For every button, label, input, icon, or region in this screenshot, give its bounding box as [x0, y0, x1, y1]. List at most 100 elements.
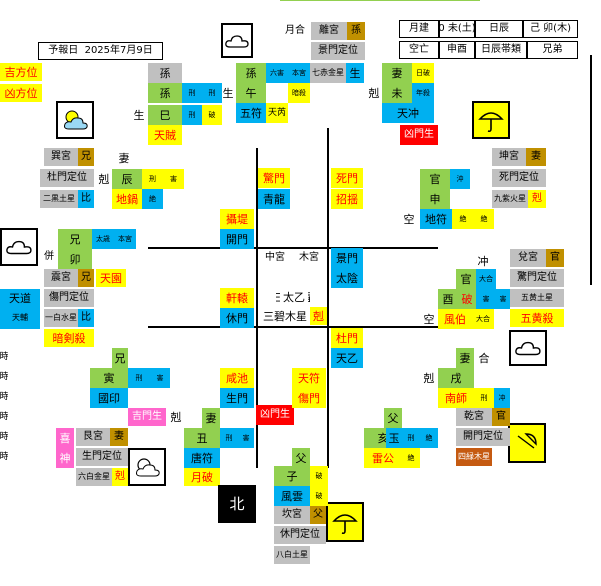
nw-branch: 巳: [148, 105, 182, 125]
nw-tag: 刑: [182, 105, 202, 125]
north-god: 五符: [236, 103, 266, 123]
sw-tag: 害: [238, 428, 254, 448]
west-kin: 兄: [58, 229, 92, 249]
east-breaker: 破: [458, 289, 476, 309]
inner-gate: 休門: [220, 308, 254, 328]
north-mark: 暗殺: [288, 83, 310, 103]
ne-branch: 未: [382, 83, 412, 103]
sw-gate: 生門定位: [76, 448, 128, 466]
inner-gate: 開門: [220, 229, 254, 249]
east-chong: 冲: [477, 254, 489, 268]
e-star-label: 九紫火星: [492, 190, 528, 208]
se-kin2: 父: [384, 408, 402, 428]
sw-deity: 神: [56, 448, 74, 468]
side-row: 時: [0, 451, 8, 462]
se-tag: 絶: [402, 448, 420, 468]
west-mark: 比: [78, 309, 94, 327]
inner-gate: 死門: [331, 168, 363, 188]
sw-tag: 害: [150, 368, 170, 388]
north-mark: 六害: [266, 63, 288, 83]
west-star-label: 一白水星: [44, 309, 78, 327]
w-mark: 比: [78, 190, 94, 208]
north-note: 生: [222, 86, 234, 100]
east-kin: 官: [456, 269, 476, 289]
nw-tag: 刑: [202, 83, 222, 103]
se-tag: 刑: [402, 428, 420, 448]
se-gate: 開門定位: [456, 428, 510, 446]
west-palace: 震宮: [44, 269, 78, 287]
grid-line: [327, 128, 329, 468]
sw-event2: 月破: [184, 468, 220, 486]
e-tag: 沖: [450, 169, 470, 189]
sw-mark: 剋: [112, 468, 128, 486]
north-gate-label: 景門定位: [311, 42, 365, 60]
s-god: 風雲: [274, 486, 310, 506]
east-god: 風伯: [438, 309, 472, 329]
e-mark: 剋: [528, 190, 546, 208]
cloud-icon: [221, 23, 253, 58]
center-god: 太乙: [280, 288, 308, 306]
nw-tag: 刑: [182, 83, 202, 103]
inner-gate: 驚門: [258, 168, 290, 188]
north-branch: 午: [236, 83, 266, 103]
ne-god: 天冲: [382, 103, 434, 123]
se-kin: 妻: [456, 348, 474, 368]
east-void: 空: [423, 312, 435, 326]
s-relation: 父: [310, 506, 326, 524]
sw-warning: 吉門生: [128, 408, 166, 426]
w-kin: 妻: [118, 151, 130, 165]
sw-kin: 兄: [112, 348, 128, 368]
ne-tag: 日破: [412, 63, 434, 83]
inner-god: 天乙: [331, 348, 363, 368]
w-palace: 巽宮: [44, 148, 78, 166]
inner-gate: 杜門: [331, 328, 363, 348]
north-kin2: 孫: [236, 63, 266, 83]
east-palace: 兌宮: [510, 249, 546, 267]
umbrella-icon: [472, 101, 510, 139]
west-event: 暗剣殺: [44, 329, 94, 347]
se-palace: 乾宮: [456, 408, 492, 426]
sw-star: 六白金星: [76, 468, 112, 486]
ne-tag: 年殺: [412, 83, 434, 103]
lucky-direction-label: 吉方位: [0, 63, 42, 81]
cloud-icon: [0, 228, 38, 266]
day-value: 己 卯(木): [523, 20, 578, 38]
s-tag: 破: [310, 486, 328, 506]
sw-god: 國印: [90, 388, 128, 408]
se-star: 四緑木星: [456, 448, 492, 466]
s-palace: 坎宮: [274, 506, 310, 524]
east-star-label: 五黄土星: [510, 289, 564, 307]
west-way: 天道: [0, 289, 40, 307]
grid-line: [148, 326, 438, 328]
umbrella-icon: [326, 502, 364, 542]
w-tag: 刑: [142, 169, 163, 189]
s-branch: 子: [274, 466, 310, 486]
sw-branch: 寅: [90, 368, 128, 388]
east-relation: 官: [546, 249, 564, 267]
se-god: 南師: [438, 388, 474, 408]
side-row: 時: [0, 371, 8, 382]
w-tag: 害: [163, 169, 184, 189]
east-branch: 酉: [438, 289, 458, 309]
s-gate: 休門定位: [274, 526, 326, 544]
w-p1: 剋: [98, 172, 110, 186]
month-label: 月建: [399, 20, 439, 38]
north-relation: 孫: [347, 22, 365, 40]
sw-kin2: 妻: [202, 408, 220, 428]
center-star: 三碧木星: [263, 309, 307, 323]
month-value: 0 未(土): [439, 20, 475, 38]
inner-god: 青龍: [258, 189, 290, 209]
west-gate: 傷門定位: [44, 289, 94, 307]
umbrella-icon: [508, 423, 546, 463]
north-mark: 本宮: [288, 63, 310, 83]
top-accent: [280, 0, 480, 1]
s-kin: 父: [292, 448, 310, 468]
ne-mark: 剋: [368, 86, 380, 100]
e-branch: 申: [420, 189, 450, 209]
se-god2: 玉: [386, 428, 402, 448]
north-kin: 生: [346, 63, 364, 83]
grid-line: [256, 148, 258, 468]
sw-p1: 剋: [170, 410, 182, 424]
e-tag: 絶: [474, 209, 494, 229]
void-value: 申酉: [439, 41, 475, 59]
